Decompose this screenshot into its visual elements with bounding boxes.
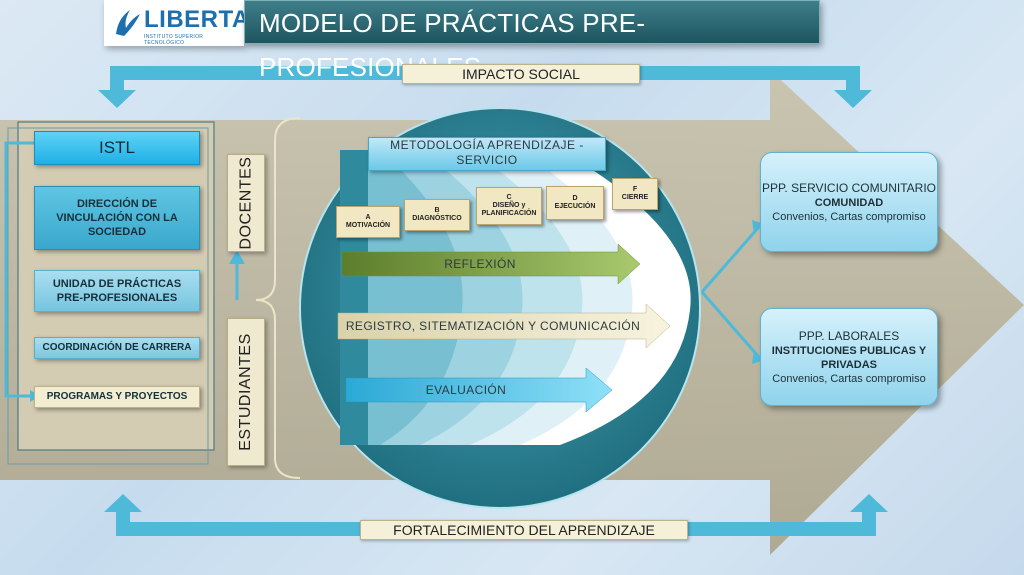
impact-double-arrow	[98, 66, 872, 108]
registro-arrow	[337, 303, 671, 349]
evaluacion-arrow	[345, 367, 613, 413]
unidad-practicas-box: UNIDAD DE PRÁCTICAS PRE-PROFESIONALES	[34, 270, 200, 312]
reflexion-arrow	[341, 243, 641, 285]
left-connector	[4, 141, 34, 398]
ppp-laborales-box: PPP. LABORALES INSTITUCIONES PUBLICAS Y …	[760, 308, 938, 406]
evaluacion-label: EVALUACIÓN	[425, 383, 507, 397]
ppp-servicio-instruments: Convenios, Cartas compromiso	[772, 210, 926, 223]
estudiantes-label: ESTUDIANTES	[227, 318, 265, 466]
istl-box: ISTL	[34, 131, 200, 165]
docentes-label: DOCENTES	[227, 154, 265, 252]
ppp-laborales-target: INSTITUCIONES PUBLICAS Y PRIVADAS	[771, 344, 927, 371]
reflexion-label: REFLEXIÓN	[444, 257, 516, 271]
ppp-laborales-title: PPP. LABORALES	[798, 328, 900, 343]
page-title: MODELO DE PRÁCTICAS PRE-PROFESIONALES	[244, 0, 820, 82]
ppp-servicio-target: COMUNIDAD	[814, 196, 884, 209]
programas-proyectos-box: PROGRAMAS Y PROYECTOS	[34, 386, 200, 408]
libertad-logo: LIBERTAD INSTITUTO SUPERIOR TECNOLÓGICO	[104, 0, 267, 46]
ppp-laborales-instruments: Convenios, Cartas compromiso	[772, 372, 926, 385]
direccion-vinculacion-box: DIRECCIÓN DE VINCULACIÓN CON LA SOCIEDAD	[34, 186, 200, 250]
methodology-title: METODOLOGÍA APRENDIZAJE - SERVICIO	[368, 137, 606, 171]
brace	[255, 117, 301, 479]
fortalecimiento-label: FORTALECIMIENTO DEL APRENDIZAJE	[360, 520, 688, 540]
coordinacion-carrera-box: COORDINACIÓN DE CARRERA	[34, 337, 200, 359]
logo-subtext: INSTITUTO SUPERIOR TECNOLÓGICO	[144, 34, 204, 46]
bird-logo-icon	[116, 10, 140, 36]
impacto-social-label: IMPACTO SOCIAL	[402, 64, 640, 84]
registro-label: REGISTRO, SITEMATIZACIÓN Y COMUNICACIÓN	[345, 319, 641, 333]
branch-connector	[700, 227, 760, 357]
ppp-servicio-title: PPP. SERVICIO COMUNITARIO	[761, 180, 937, 195]
ppp-servicio-comunitario-box: PPP. SERVICIO COMUNITARIO COMUNIDAD Conv…	[760, 152, 938, 252]
